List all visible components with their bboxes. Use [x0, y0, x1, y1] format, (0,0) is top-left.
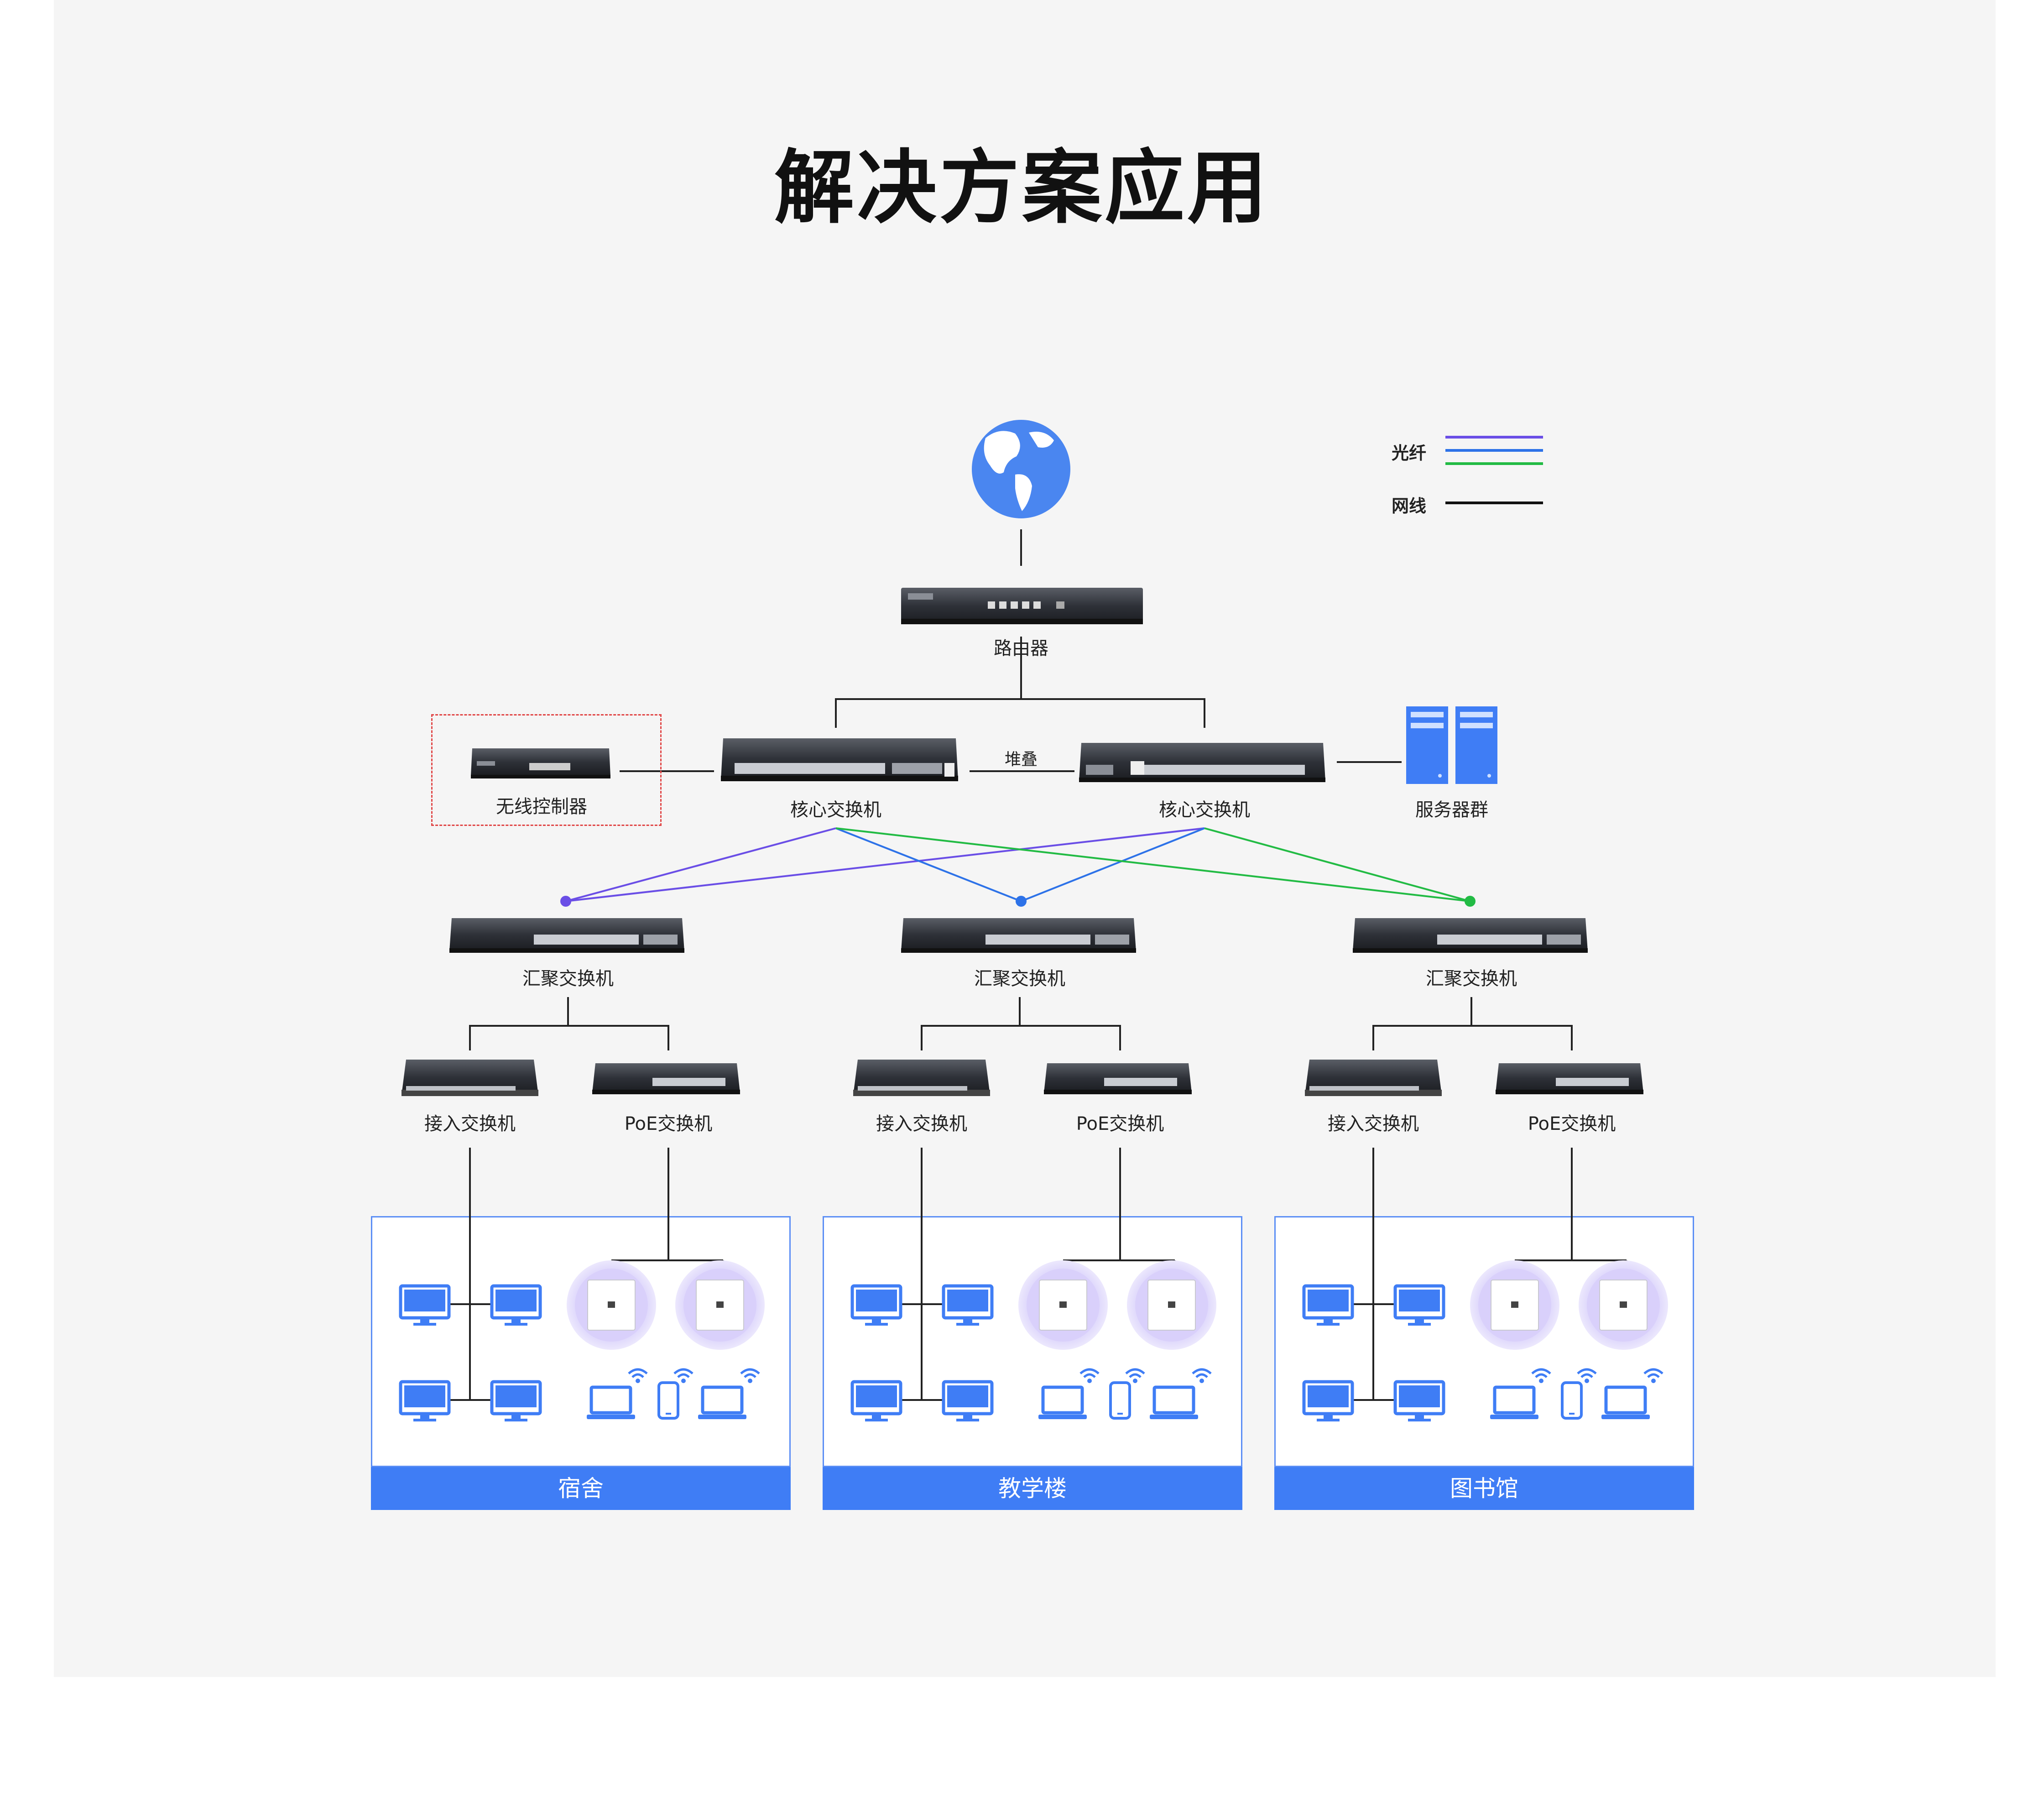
area-label-teaching-building: 教学楼: [823, 1467, 1242, 1510]
core-switch-left-label: 核心交换机: [790, 799, 881, 820]
access-switch-2-label: 接入交换机: [876, 1113, 967, 1134]
core-switch-left-device-icon: [721, 738, 958, 781]
area-box-1: [371, 1216, 791, 1467]
fiber-node-3: [1465, 896, 1476, 907]
access-switch-3-device-icon: [1305, 1060, 1442, 1096]
area-label-library: 图书馆: [1274, 1467, 1694, 1510]
poe-switch-3-device-icon: [1496, 1063, 1643, 1094]
access-switch-2-device-icon: [853, 1060, 990, 1096]
core-switch-right-label: 核心交换机: [1159, 799, 1250, 820]
legend-cable-label: 网线: [1392, 496, 1427, 516]
area-box-2: [823, 1216, 1242, 1467]
fiber-core-right-agg-3: [1204, 827, 1470, 902]
aggregation-switch-2-label: 汇聚交换机: [974, 968, 1065, 989]
poe-switch-2-device-icon: [1044, 1063, 1192, 1094]
legend: [1445, 436, 1543, 504]
access-switch-3-label: 接入交换机: [1328, 1113, 1419, 1134]
fiber-core-left-agg-2: [835, 827, 1022, 902]
fiber-node-2: [1016, 896, 1027, 907]
router-label: 路由器: [994, 638, 1048, 659]
page-title: 解决方案应用: [774, 142, 1270, 235]
aggregation-switch-2-device-icon: [901, 918, 1136, 953]
area-label-dormitory: 宿舍: [371, 1467, 791, 1510]
aggregation-switch-3-device-icon: [1353, 918, 1588, 953]
poe-switch-3-label: PoE交换机: [1528, 1113, 1616, 1134]
fiber-lines: [560, 827, 1476, 907]
fiber-core-left-agg-1: [565, 827, 836, 902]
internet-globe-icon: [972, 420, 1070, 518]
aggregation-switch-3-label: 汇聚交换机: [1426, 968, 1517, 989]
aggregation-switch-1-label: 汇聚交换机: [522, 968, 614, 989]
aggregation-switch-1-device-icon: [449, 918, 684, 953]
fiber-node-1: [560, 896, 571, 907]
wireless-controller-device-icon: [471, 748, 610, 778]
access-switch-1-device-icon: [402, 1060, 538, 1096]
fiber-core-right-agg-2: [1021, 827, 1205, 902]
stack-label: 堆叠: [1004, 750, 1038, 769]
fiber-core-left-agg-3: [835, 827, 1470, 902]
access-switch-1-label: 接入交换机: [424, 1113, 516, 1134]
router-device-icon: [901, 588, 1143, 624]
legend-fiber-label: 光纤: [1392, 443, 1427, 463]
poe-switch-2-label: PoE交换机: [1076, 1113, 1164, 1134]
core-switch-right-device-icon: [1079, 743, 1325, 782]
fiber-core-right-agg-1: [565, 827, 1205, 902]
server-cluster-label: 服务器群: [1415, 799, 1488, 820]
wireless-controller-label: 无线控制器: [496, 796, 587, 817]
poe-switch-1-label: PoE交换机: [624, 1113, 713, 1134]
server-cluster-icon: [1406, 706, 1497, 784]
wireless-controller-frame: [431, 714, 662, 826]
area-box-3: [1274, 1216, 1694, 1467]
poe-switch-1-device-icon: [592, 1063, 740, 1094]
